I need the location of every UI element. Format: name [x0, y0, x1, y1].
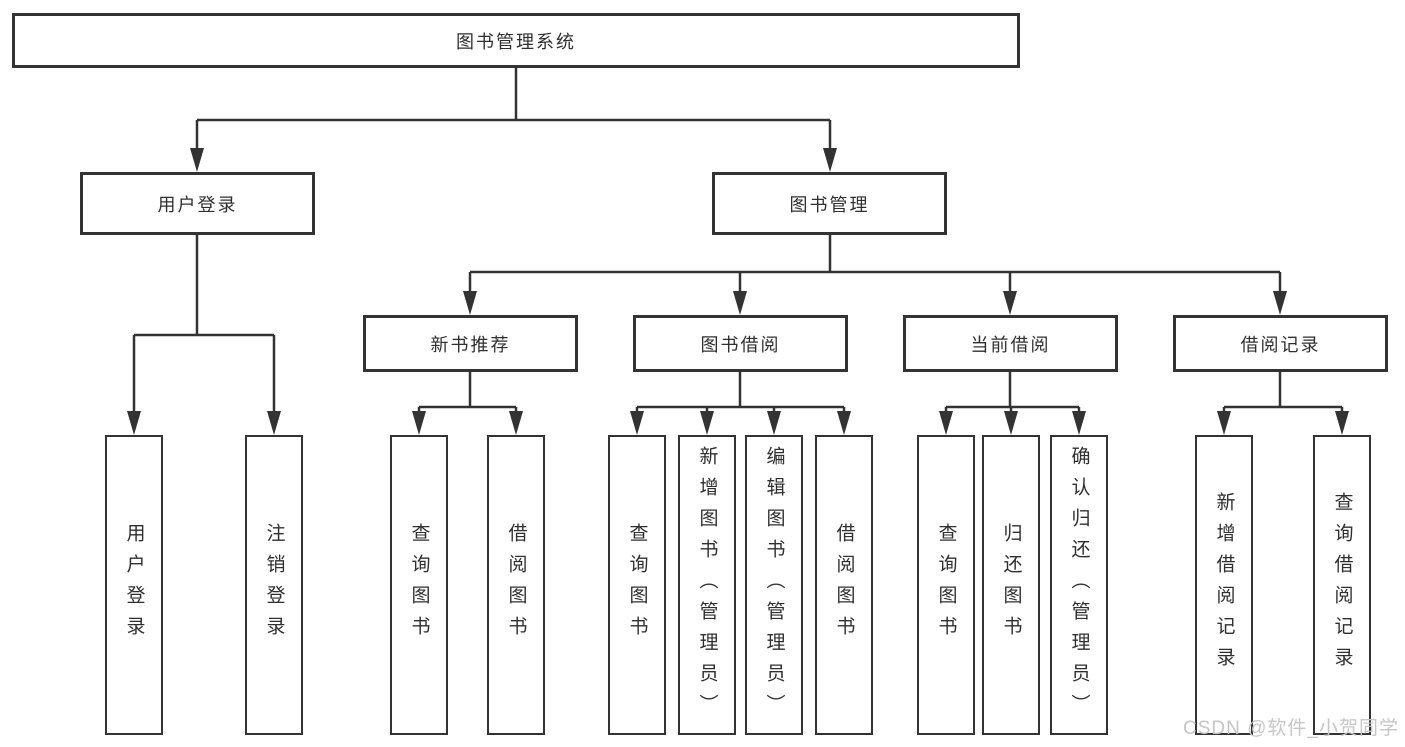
- csdn-watermark: CSDN @软件_小贺同学: [1183, 718, 1399, 739]
- leaf-logout: 注销登录: [245, 435, 303, 735]
- node-label: 用户登录: [123, 523, 145, 647]
- leaf-query-books-recommend: 查询图书: [390, 435, 448, 735]
- leaf-edit-book-admin: 编辑图书（管理员）: [745, 435, 803, 735]
- leaf-borrow-books: 借阅图书: [815, 435, 873, 735]
- leaf-query-books-current: 查询图书: [917, 435, 975, 735]
- node-label: 新增借阅记录: [1213, 492, 1235, 678]
- node-label: 查询图书: [935, 523, 957, 647]
- node-label: 借阅图书: [833, 523, 855, 647]
- leaf-add-borrow-record: 新增借阅记录: [1195, 435, 1253, 735]
- node-new-book-recommend: 新书推荐: [363, 315, 578, 372]
- leaf-user-login: 用户登录: [105, 435, 163, 735]
- node-label: 编辑图书（管理员）: [763, 445, 785, 725]
- node-label: 查询图书: [408, 523, 430, 647]
- node-book-borrowing: 图书借阅: [633, 315, 848, 372]
- node-label: 借阅图书: [505, 523, 527, 647]
- leaf-borrow-books-recommend: 借阅图书: [487, 435, 545, 735]
- leaf-query-borrow-record: 查询借阅记录: [1313, 435, 1371, 735]
- node-book-management: 图书管理: [712, 172, 947, 235]
- node-current-borrowing: 当前借阅: [903, 315, 1118, 372]
- node-user-login: 用户登录: [80, 172, 315, 235]
- node-borrowing-records: 借阅记录: [1173, 315, 1388, 372]
- node-label: 注销登录: [263, 523, 285, 647]
- leaf-query-books-borrowing: 查询图书: [608, 435, 666, 735]
- leaf-return-books: 归还图书: [982, 435, 1040, 735]
- leaf-confirm-return-admin: 确认归还（管理员）: [1050, 435, 1108, 735]
- node-label: 归还图书: [1000, 523, 1022, 647]
- node-label: 新增图书（管理员）: [696, 445, 718, 725]
- leaf-add-book-admin: 新增图书（管理员）: [678, 435, 736, 735]
- node-library-management-system: 图书管理系统: [12, 13, 1020, 68]
- node-label: 查询借阅记录: [1331, 492, 1353, 678]
- node-label: 确认归还（管理员）: [1068, 445, 1090, 725]
- node-label: 查询图书: [626, 523, 648, 647]
